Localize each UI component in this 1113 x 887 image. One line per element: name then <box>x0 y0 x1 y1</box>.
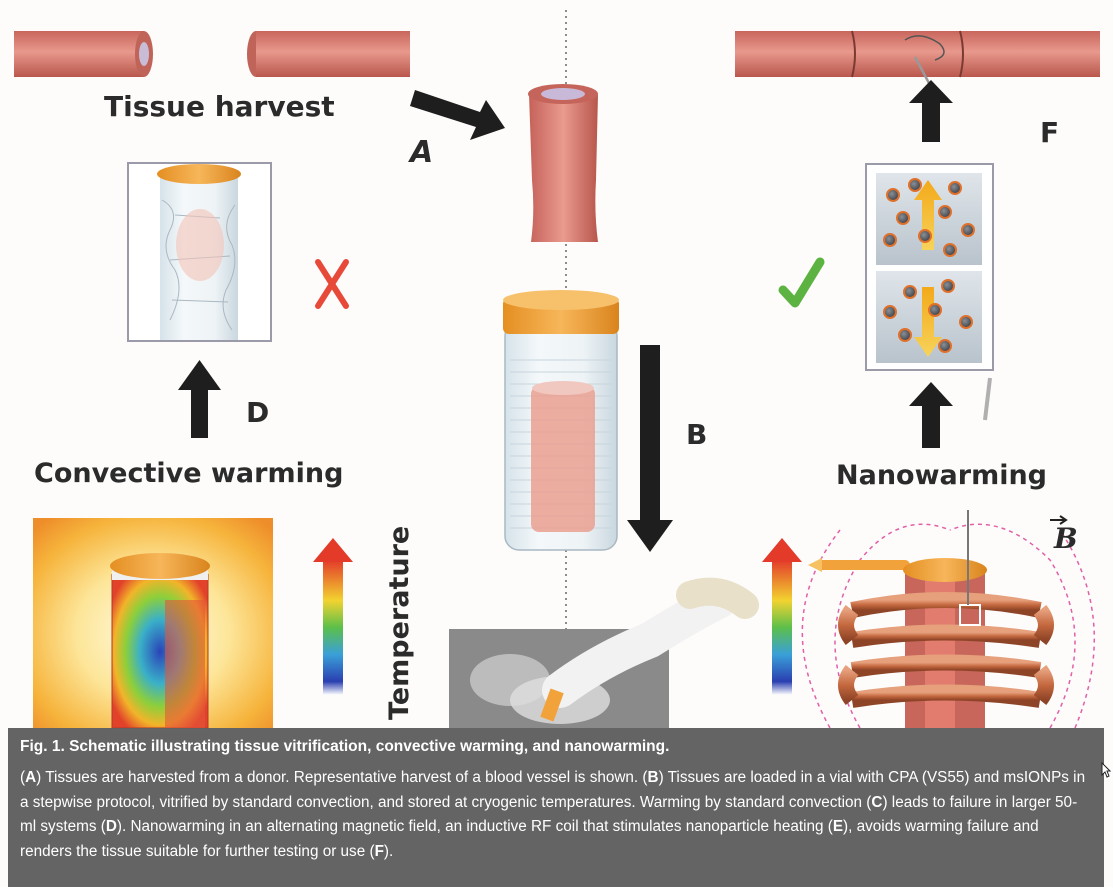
magnetic-field-label: B <box>1054 522 1078 555</box>
caption-text-segment: ). Nanowarming in an alternating magneti… <box>117 818 833 835</box>
caption-panel-ref: D <box>106 818 117 835</box>
mouse-cursor-icon <box>1101 762 1111 778</box>
convective-warming-label: Convective warming <box>34 458 343 489</box>
vitrification-vial <box>503 290 619 550</box>
temperature-label: Temperature <box>384 526 415 720</box>
step-a-label: A <box>410 135 433 170</box>
harvested-vessel-segment <box>528 84 598 242</box>
step-d-label: D <box>246 396 269 429</box>
tissue-harvest-label: Tissue harvest <box>104 90 335 123</box>
caption-panel-ref: A <box>25 769 36 786</box>
figure-caption: Fig. 1. Schematic illustrating tissue vi… <box>8 728 1104 887</box>
caption-body: (A) Tissues are harvested from a donor. … <box>20 766 1092 864</box>
transplanted-vessel <box>735 31 1100 85</box>
caption-panel-ref: E <box>833 818 843 835</box>
caption-title: Fig. 1. Schematic illustrating tissue vi… <box>20 738 1092 756</box>
failed-vial-panel <box>128 163 271 341</box>
caption-text-segment: ) Tissues are harvested from a donor. Re… <box>36 769 647 786</box>
caption-panel-ref: C <box>871 794 882 811</box>
caption-panel-ref: F <box>375 843 384 860</box>
step-b-label: B <box>686 418 707 451</box>
convective-warming-heatmap <box>33 518 273 728</box>
nanowarming-label: Nanowarming <box>836 460 1047 491</box>
caption-text-segment: ). <box>384 843 393 860</box>
step-f-label: F <box>1040 116 1059 149</box>
caption-panel-ref: B <box>648 769 659 786</box>
